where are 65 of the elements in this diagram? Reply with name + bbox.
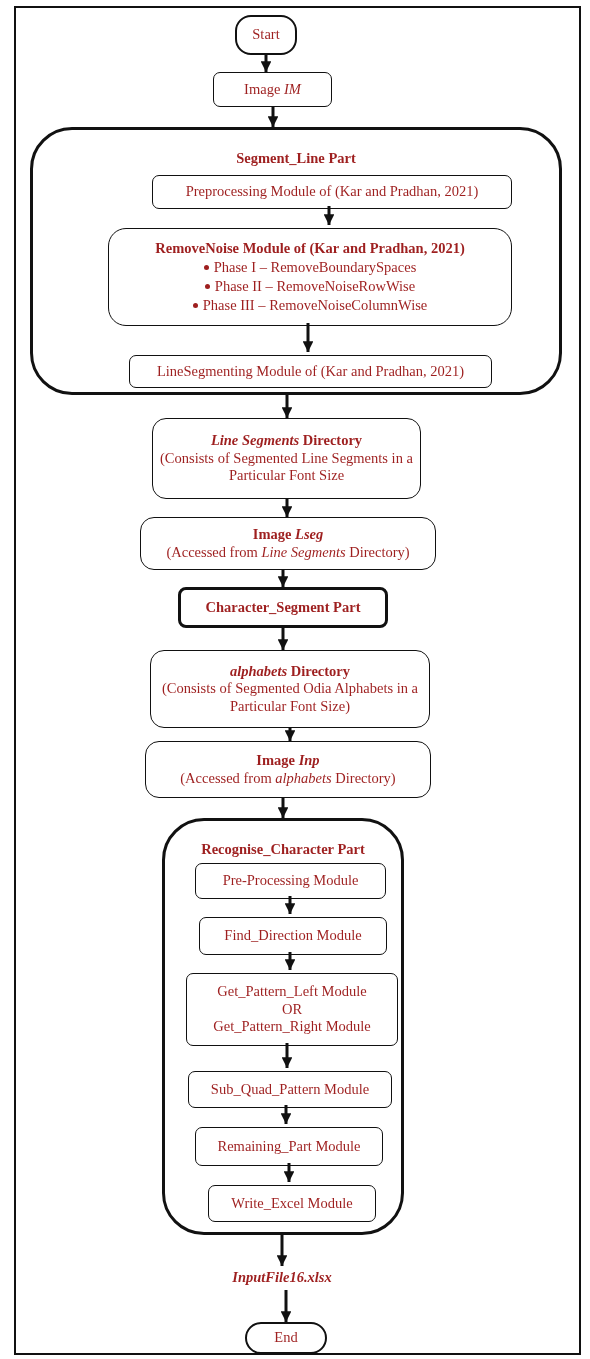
box-description: (Accessed from Line Segments Directory)	[165, 543, 411, 561]
part-box	[178, 587, 388, 628]
arrow	[284, 896, 296, 914]
box-label: Write_Excel Module	[230, 1194, 354, 1213]
box-label: Preprocessing Module of (Kar and Pradhan, 2021)	[184, 183, 480, 201]
box-heading: Image Lseg	[251, 526, 325, 544]
box-label: LineSegmenting Module of (Kar and Pradhan, 2021)	[155, 362, 466, 381]
box-label: OR	[280, 1000, 304, 1019]
terminal-box	[235, 15, 297, 55]
arrow	[260, 55, 272, 72]
group-heading: Segment_Line Part	[235, 150, 357, 168]
box-heading: Line Segments Directory	[209, 432, 364, 450]
arrow	[267, 107, 279, 127]
process-box	[199, 917, 387, 955]
box-label: Get_Pattern_Right Module	[212, 1018, 372, 1036]
box-description: (Accessed from alphabets Directory)	[179, 769, 397, 787]
box-label: Start	[251, 26, 281, 44]
process-box	[108, 228, 512, 326]
box-label: End	[273, 1329, 299, 1347]
arrow	[281, 395, 293, 418]
process-box	[208, 1185, 376, 1222]
process-box	[195, 863, 386, 899]
box-heading: alphabets Directory	[228, 662, 352, 681]
data-box	[145, 741, 431, 798]
arrow	[323, 206, 335, 225]
bullet-item: Phase I – RemoveBoundarySpaces	[213, 257, 417, 277]
group-heading: Recognise_Character Part	[200, 841, 366, 859]
arrow	[276, 1235, 288, 1266]
box-label: Get_Pattern_Left Module	[216, 983, 368, 1001]
process-box	[188, 1071, 392, 1108]
bullet-item: Phase II – RemoveNoiseRowWise	[214, 276, 416, 296]
process-box	[195, 1127, 383, 1166]
arrow	[277, 798, 289, 818]
box-heading: Image Inp	[255, 752, 321, 770]
data-box	[140, 517, 436, 570]
box-description: (Consists of Segmented Line Segments in a Particular Font Size	[159, 449, 414, 485]
box-label: Find_Direction Module	[223, 927, 363, 945]
terminal-box	[245, 1322, 327, 1354]
data-box	[150, 650, 430, 728]
arrow	[284, 728, 296, 741]
box-description: (Consists of Segmented Odia Alphabets in a Particular Font Size)	[160, 680, 420, 716]
arrow	[284, 952, 296, 970]
bullet-item: Phase III – RemoveNoiseColumnWise	[202, 295, 428, 315]
arrow	[283, 1163, 295, 1182]
process-box	[152, 175, 512, 209]
arrow	[280, 1290, 292, 1322]
group-box	[30, 127, 562, 395]
module-heading: RemoveNoise Module of (Kar and Pradhan, 2021)	[154, 239, 466, 257]
box-label: Pre-Processing Module	[221, 872, 360, 890]
process-box	[129, 355, 492, 388]
arrow	[280, 1105, 292, 1124]
box-label: Image IM	[243, 80, 303, 99]
group-box	[162, 818, 404, 1235]
arrow	[281, 1043, 293, 1068]
arrow	[281, 499, 293, 517]
arrow	[302, 323, 314, 352]
file-name: InputFile16.xlsx	[231, 1269, 333, 1287]
data-box	[152, 418, 421, 499]
box-heading: Character_Segment Part	[204, 598, 362, 617]
arrow	[277, 570, 289, 587]
arrow	[277, 628, 289, 650]
box-label: Sub_Quad_Pattern Module	[209, 1080, 371, 1099]
process-box	[213, 72, 332, 107]
box-label: Remaining_Part Module	[216, 1137, 362, 1156]
process-box	[186, 973, 398, 1046]
